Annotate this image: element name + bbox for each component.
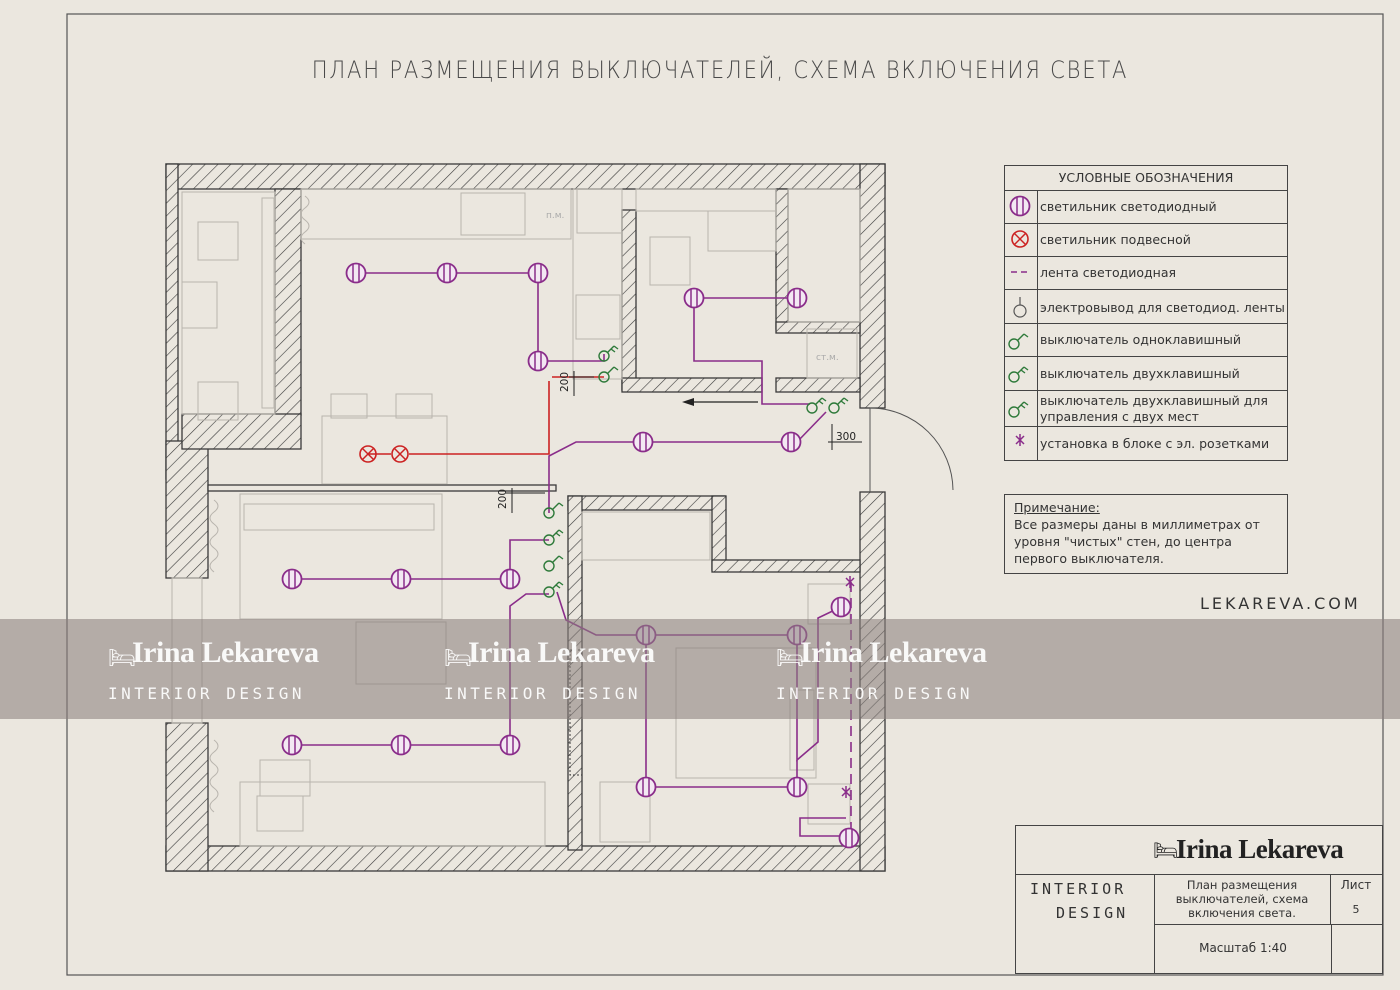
sheet-label: Лист — [1340, 878, 1372, 892]
sheet-title-cell: План размещения выключателей, схема вклю… — [1154, 874, 1331, 925]
sheet-number-cell: Лист 5 — [1330, 874, 1382, 925]
legend-row-double-switch: выключатель двухклавишный — [1005, 357, 1287, 391]
two-way-switch-icon — [1005, 391, 1038, 426]
sheet-number: 5 — [1352, 903, 1360, 916]
legend-row-outlet: электровывод для светодиод. ленты — [1005, 290, 1287, 324]
pendant-wiring — [409, 381, 550, 455]
legend-row-led: светильник светодиодный — [1005, 191, 1287, 224]
empty-cell — [1016, 924, 1154, 973]
bed-lamp-icon: 🛏 — [776, 646, 804, 671]
legend-row-single-switch: выключатель одноклавишный — [1005, 324, 1287, 357]
walls — [165, 163, 886, 872]
strip-outlet-icon — [1005, 290, 1038, 323]
dimension-entrance: 300 — [836, 431, 856, 443]
watermark-3: 🛏 Irina Lekareva INTERIOR DESIGN — [776, 636, 987, 703]
entrance-door — [869, 407, 954, 492]
watermark-2: 🛏 Irina Lekareva INTERIOR DESIGN — [444, 636, 655, 703]
pendant-lamp-icon — [1005, 224, 1038, 256]
led-strip-icon — [1005, 257, 1038, 289]
legend-symbols — [1008, 195, 1031, 446]
dimension-hall: 200 — [497, 489, 509, 509]
blank-cell — [1330, 924, 1382, 974]
sheet-frame — [66, 13, 1384, 976]
dimension-kitchen: 200 — [559, 372, 571, 392]
socket-block-icon — [1005, 427, 1038, 460]
scale-cell: Масштаб 1:40 — [1154, 924, 1332, 974]
legend-row-pendant: светильник подвесной — [1005, 224, 1287, 257]
watermark-band — [0, 619, 1400, 719]
brand-name: Irina Lekareva — [1176, 834, 1344, 864]
watermark-1: 🛏 Irina Lekareva INTERIOR DESIGN — [108, 636, 319, 703]
legend-table: УСЛОВНЫЕ ОБОЗНАЧЕНИЯ светильник светодио… — [1004, 165, 1288, 461]
washer-label: п.м. — [546, 211, 564, 221]
page-title: ПЛАН РАЗМЕЩЕНИЯ ВЫКЛЮЧАТЕЛЕЙ, СХЕМА ВКЛЮ… — [311, 56, 1129, 84]
note-box: Примечание: Все размеры даны в миллиметр… — [1004, 494, 1288, 574]
single-switch-icon — [1005, 324, 1038, 356]
led-fixture-icon — [1005, 191, 1038, 223]
sheet-title: План размещения выключателей, схема вклю… — [1175, 878, 1309, 920]
legend-row-two-way-switch: выключатель двухклавишный для управления… — [1005, 391, 1287, 427]
note-body: Все размеры даны в миллиметрах от уровня… — [1014, 517, 1260, 566]
double-switch-icon — [1005, 357, 1038, 390]
balcony-curtains — [209, 195, 310, 813]
scale-label: Масштаб 1:40 — [1199, 941, 1287, 955]
dishwasher-label: ст.м. — [816, 353, 839, 363]
studio-cell: INTERIOR DESIGN — [1016, 874, 1155, 925]
note-heading: Примечание: — [1014, 500, 1100, 515]
legend-heading: УСЛОВНЫЕ ОБОЗНАЧЕНИЯ — [1005, 166, 1287, 191]
legend-row-socket-block: установка в блоке с эл. розетками — [1005, 427, 1287, 460]
dimensions — [506, 371, 862, 513]
direction-arrow — [682, 398, 758, 406]
socket-block-markers — [841, 576, 855, 798]
title-block: 🛏 Irina Lekareva INTERIOR DESIGN План ра… — [1015, 825, 1383, 974]
bed-lamp-icon: 🛏 — [108, 646, 136, 671]
furniture — [171, 188, 861, 847]
bed-lamp-icon: 🛏 — [1153, 838, 1179, 862]
bed-lamp-icon: 🛏 — [444, 646, 472, 671]
legend-row-strip: лента светодиодная — [1005, 257, 1287, 290]
website-link[interactable]: LEKAREVA.COM — [1200, 594, 1361, 613]
